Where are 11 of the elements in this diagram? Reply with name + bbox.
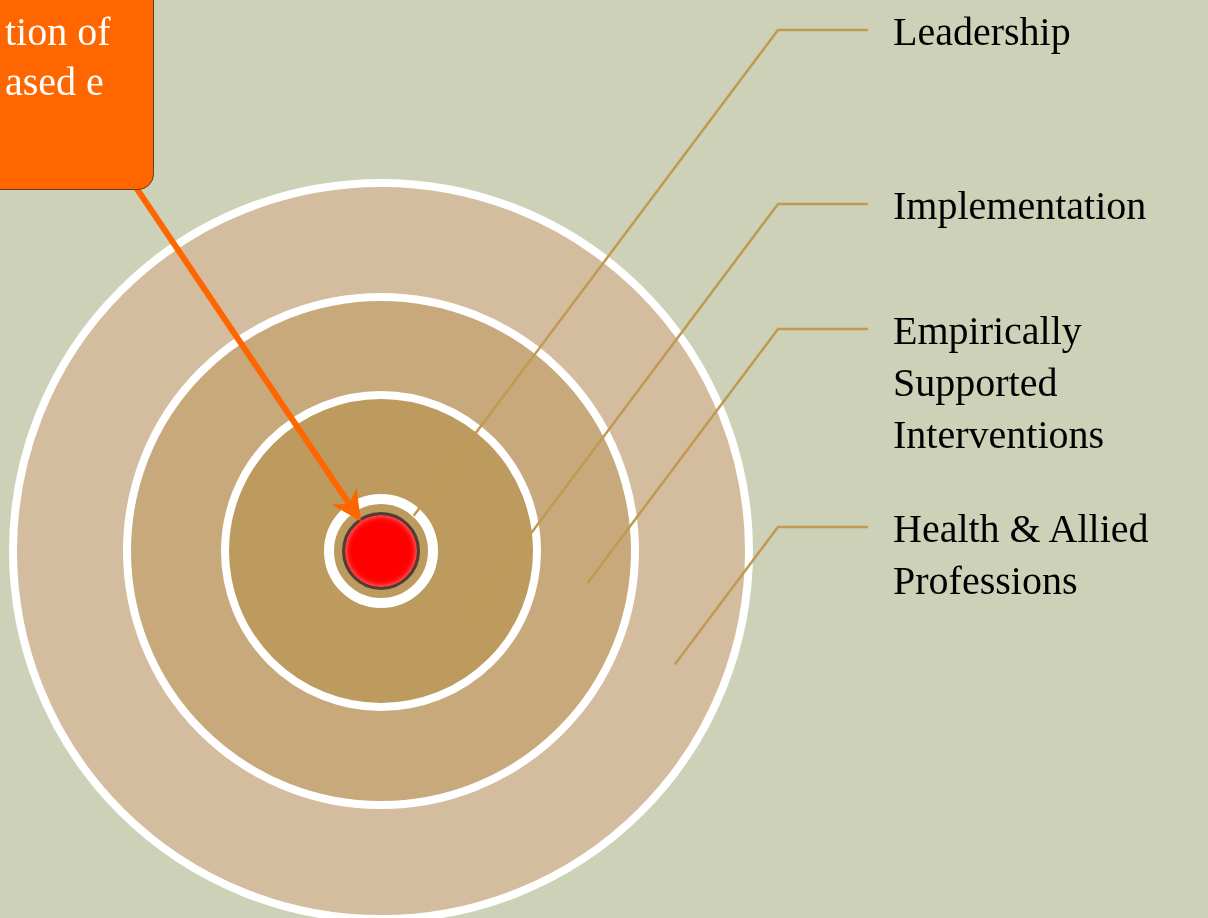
layer-label: Health & Allied Professions bbox=[893, 503, 1205, 607]
leader-line bbox=[673, 525, 868, 666]
callout-text: tion of ased e bbox=[5, 8, 112, 106]
callout-box bbox=[0, 0, 154, 190]
target-center-dot bbox=[342, 512, 420, 590]
layer-label: Empirically Supported Interventions bbox=[893, 305, 1183, 461]
leader-line bbox=[412, 28, 868, 517]
leader-line bbox=[586, 327, 868, 584]
layer-label: Leadership bbox=[893, 6, 1193, 58]
layer-label: Implementation bbox=[893, 180, 1203, 232]
leader-line bbox=[467, 202, 868, 618]
